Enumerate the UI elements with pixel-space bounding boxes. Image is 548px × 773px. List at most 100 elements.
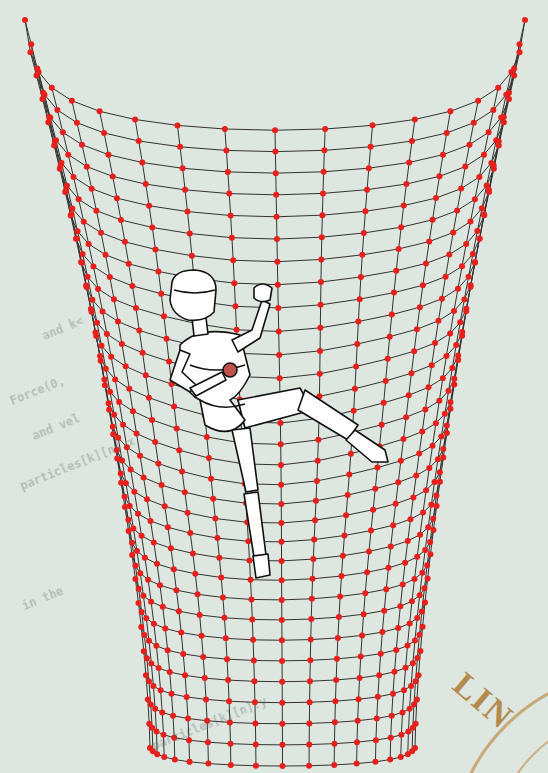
particle [379,629,385,635]
particle [501,119,507,125]
particle [461,296,467,302]
spring [362,632,382,635]
particle [426,239,432,245]
particle [472,196,478,202]
spring [168,527,190,533]
particle [413,473,419,479]
spring [185,492,188,513]
spring [168,650,170,672]
spring [429,233,453,242]
particle [84,284,90,290]
particle [321,147,327,153]
particle [205,761,211,767]
particle [355,718,361,724]
particle [379,422,385,428]
spring [255,723,282,724]
particle [362,208,368,214]
spring [321,277,361,282]
particle [179,468,185,474]
particle [85,274,91,280]
particle [370,122,376,128]
particle [449,365,455,371]
spring [414,329,417,351]
particle [278,501,284,507]
particle [86,241,92,247]
spring [278,308,279,331]
spring [393,672,395,694]
spring [377,697,378,719]
particle [477,236,483,242]
spring [457,189,461,211]
particle [306,720,312,726]
spring [393,504,396,525]
spring [403,563,405,585]
spring [110,277,133,286]
particle [74,120,80,126]
particle [177,144,183,150]
spring [183,168,228,172]
spring [520,20,525,52]
particle [126,261,132,267]
particle [406,159,412,165]
particle [354,739,360,745]
spring [346,495,348,515]
particle [413,678,419,684]
mannequin-figure [170,270,388,578]
spring [356,344,357,366]
spring [386,373,412,381]
particle [517,49,523,55]
particle [432,479,438,485]
spring [401,712,402,734]
spring [410,686,412,709]
particle [451,376,457,382]
particle [159,709,165,715]
spring [334,722,335,743]
particle [225,677,231,683]
particle [416,672,422,678]
particle [206,455,212,461]
particle [144,655,150,661]
spring [373,504,396,510]
spring [155,442,158,464]
spring [309,745,310,766]
particle [224,656,230,662]
particle [218,574,224,580]
particle [419,609,425,615]
particle [391,290,397,296]
spring [203,657,204,678]
particle [273,192,279,198]
spring [384,589,386,610]
particle [407,706,413,712]
spring [509,69,514,93]
particle [443,274,449,280]
spring [211,479,245,484]
spring [135,119,177,125]
particle [252,720,258,726]
particle [169,691,175,697]
spring [334,701,336,722]
spring [31,44,37,68]
particle [453,342,459,348]
particle [136,327,142,333]
particle [174,426,180,432]
particle [412,745,418,751]
particle [511,73,517,79]
spring [415,111,451,119]
particle [389,312,395,318]
particle [372,759,378,765]
spring [371,141,412,147]
spring [391,525,393,546]
particle [366,548,372,554]
particle [433,493,439,499]
particle [90,263,96,269]
spring [404,668,406,690]
spring [338,635,362,638]
seal-text: LIN [446,665,521,737]
particle [192,571,198,577]
particle [436,173,442,179]
spring [411,365,431,373]
particle [435,318,441,324]
particle [122,494,128,500]
particle [34,73,40,79]
